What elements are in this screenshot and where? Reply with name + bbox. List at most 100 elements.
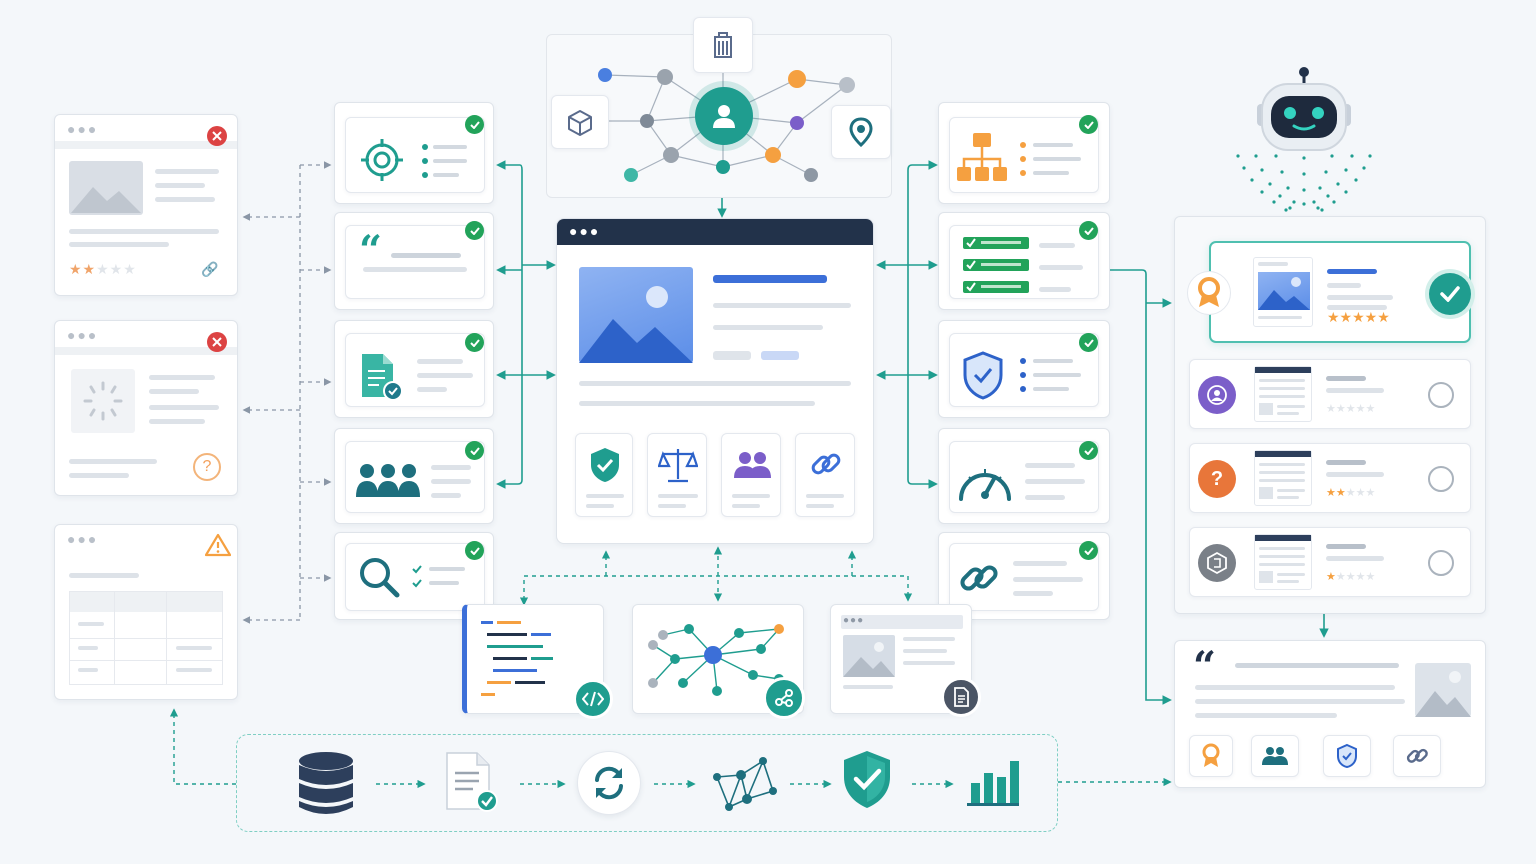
building-icon[interactable]: [693, 17, 753, 73]
question-icon[interactable]: ?: [193, 453, 221, 481]
close-icon[interactable]: [207, 332, 227, 352]
check-icon: [465, 221, 484, 240]
search-icon: [357, 555, 401, 599]
rejected-result-card-1[interactable]: ●●● ★★★★★ 🔗: [54, 114, 238, 296]
result-item-3[interactable]: ? ★★★★★: [1189, 443, 1471, 513]
link-icon: [959, 557, 1001, 599]
document-check-icon: [359, 351, 403, 403]
star-rating: ★★★★★: [1326, 403, 1376, 415]
result-item-2[interactable]: ★★★★★: [1189, 359, 1471, 429]
network-graph: [648, 624, 784, 696]
feature-card-hierarchy[interactable]: [938, 102, 1110, 204]
award-icon[interactable]: [1189, 735, 1233, 777]
warning-result-card[interactable]: ●●●: [54, 524, 238, 700]
question-icon: ?: [1198, 460, 1236, 498]
shield-icon[interactable]: [1323, 735, 1371, 777]
window-dots: ●●●: [67, 531, 99, 547]
document-icon[interactable]: [941, 677, 981, 717]
cube-icon[interactable]: [551, 95, 609, 149]
shield-check-icon: [588, 446, 622, 484]
location-pin-icon[interactable]: [831, 105, 891, 159]
user-icon[interactable]: [695, 87, 753, 145]
result-thumbnail: [1254, 366, 1312, 422]
radio-button[interactable]: [1428, 550, 1454, 576]
image-placeholder-icon: [1415, 663, 1471, 717]
link-icon: 🔗: [201, 261, 219, 277]
check-icon: [465, 115, 484, 134]
gauge-icon: [955, 455, 1015, 505]
result-item-selected[interactable]: ★★★★★: [1187, 241, 1471, 343]
feature-card-quote[interactable]: “: [334, 212, 494, 310]
ranked-results-panel: ★★★★★ ★★★★★ ?: [1174, 216, 1486, 614]
loading-spinner-icon: [71, 369, 135, 433]
processing-pipeline: [236, 734, 1058, 832]
warning-icon[interactable]: [205, 533, 231, 557]
check-icon: [1079, 333, 1098, 352]
graph-icon[interactable]: [763, 677, 805, 719]
source-card-code[interactable]: [462, 604, 613, 719]
data-table-placeholder: [69, 591, 223, 685]
document-check-icon[interactable]: [443, 751, 501, 813]
users-icon: [355, 461, 421, 499]
feature-card-target[interactable]: [334, 102, 494, 204]
feature-card-performance[interactable]: [938, 428, 1110, 524]
check-icon: [1079, 115, 1098, 134]
feature-card-shield[interactable]: [938, 320, 1110, 418]
result-item-4[interactable]: ★★★★★: [1189, 527, 1471, 597]
window-dots: ●●●: [67, 327, 99, 343]
feature-card-links[interactable]: [938, 532, 1110, 620]
feature-card-document[interactable]: [334, 320, 494, 418]
source-card-document[interactable]: ●●●: [830, 604, 981, 717]
tile-team[interactable]: [721, 433, 781, 517]
selected-check-icon[interactable]: [1429, 273, 1471, 315]
code-lines: [481, 621, 553, 696]
final-answer-card[interactable]: “: [1174, 640, 1486, 788]
link-icon: [808, 446, 844, 482]
tile-links[interactable]: [795, 433, 855, 517]
source-card-graph[interactable]: [632, 604, 805, 719]
refresh-icon[interactable]: [577, 751, 641, 815]
shield-check-icon[interactable]: [841, 749, 893, 811]
robot-icon[interactable]: [1254, 64, 1354, 156]
checklist-lines: [411, 563, 471, 593]
list-lines: [1019, 357, 1089, 393]
close-icon[interactable]: [207, 126, 227, 146]
radio-button[interactable]: [1428, 382, 1454, 408]
image-placeholder-icon: [69, 161, 143, 215]
feature-card-checklist[interactable]: [938, 212, 1110, 310]
shield-icon: [961, 351, 1005, 401]
quote-icon: “: [359, 227, 383, 274]
bar-chart-icon[interactable]: [967, 755, 1019, 807]
users-icon: [732, 450, 772, 480]
check-icon: [1079, 221, 1098, 240]
radio-button[interactable]: [1428, 466, 1454, 492]
code-icon[interactable]: [573, 679, 613, 719]
users-icon[interactable]: [1251, 735, 1299, 777]
database-icon[interactable]: [297, 751, 355, 817]
feature-card-users[interactable]: [334, 428, 494, 524]
check-icon: [465, 441, 484, 460]
tile-legal[interactable]: [647, 433, 707, 517]
list-lines: [1019, 141, 1089, 177]
result-thumbnail: [1254, 534, 1312, 590]
image-placeholder-icon: [843, 635, 895, 677]
scales-icon: [658, 446, 698, 484]
rejected-result-card-2[interactable]: ●●● ?: [54, 320, 238, 496]
star-rating: ★★★★★: [1326, 571, 1376, 583]
main-result-page[interactable]: ●●●: [556, 218, 874, 544]
award-icon: [1187, 271, 1231, 315]
check-icon: [1079, 441, 1098, 460]
checklist-icon: [963, 235, 1031, 297]
result-thumbnail: [1254, 450, 1312, 506]
browser-titlebar: ●●●: [557, 219, 873, 245]
check-icon: [1079, 541, 1098, 560]
link-icon[interactable]: [1393, 735, 1441, 777]
tile-security[interactable]: [575, 433, 633, 517]
quote-icon: “: [1193, 643, 1217, 690]
check-icon: [465, 541, 484, 560]
network-icon[interactable]: [707, 753, 781, 815]
user-icon: [1198, 376, 1236, 414]
star-rating: ★★★★★: [1327, 309, 1390, 325]
star-rating: ★★★★★: [1326, 487, 1376, 499]
